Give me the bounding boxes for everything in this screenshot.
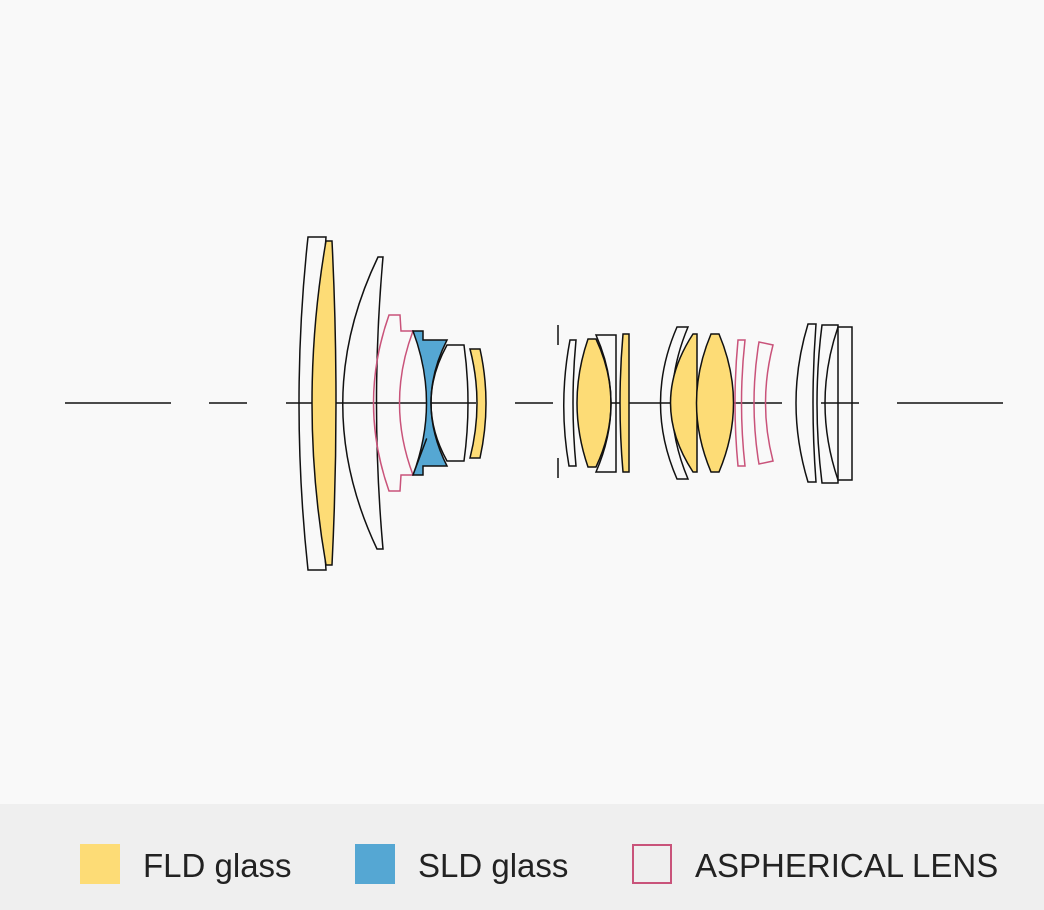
lens-element-14-fld xyxy=(695,333,735,473)
lens-element-19 xyxy=(824,326,853,481)
legend-label-fld: FLD glass xyxy=(143,847,292,884)
lens-element-7-fld xyxy=(469,348,487,459)
legend-label-aspherical: ASPHERICAL LENS xyxy=(695,847,999,884)
sld-swatch xyxy=(355,844,395,884)
lens-element-6 xyxy=(430,344,469,462)
lens-element-8 xyxy=(563,339,577,467)
lens-diagram-svg xyxy=(65,236,1003,571)
lens-element-4-aspherical xyxy=(372,314,415,492)
lens-element-17 xyxy=(795,323,817,483)
legend-label-sld: SLD glass xyxy=(418,847,569,884)
lens-construction-diagram xyxy=(65,236,1003,571)
lens-element-2-fld xyxy=(311,240,337,566)
lens-element-15-aspherical xyxy=(734,339,746,467)
lens-element-3 xyxy=(342,256,384,550)
lens-element-11-fld xyxy=(619,333,630,473)
legend: FLD glass SLD glass ASPHERICAL LENS xyxy=(0,804,1044,910)
lens-element-12 xyxy=(659,326,690,480)
lens-element-13-fld xyxy=(669,333,698,473)
lens-element-10 xyxy=(594,334,617,473)
fld-swatch xyxy=(80,844,120,884)
lens-element-16-aspherical xyxy=(753,341,774,465)
lens-element-18 xyxy=(816,324,839,484)
aspherical-swatch xyxy=(632,844,672,884)
lens-element-9-fld xyxy=(576,338,612,468)
